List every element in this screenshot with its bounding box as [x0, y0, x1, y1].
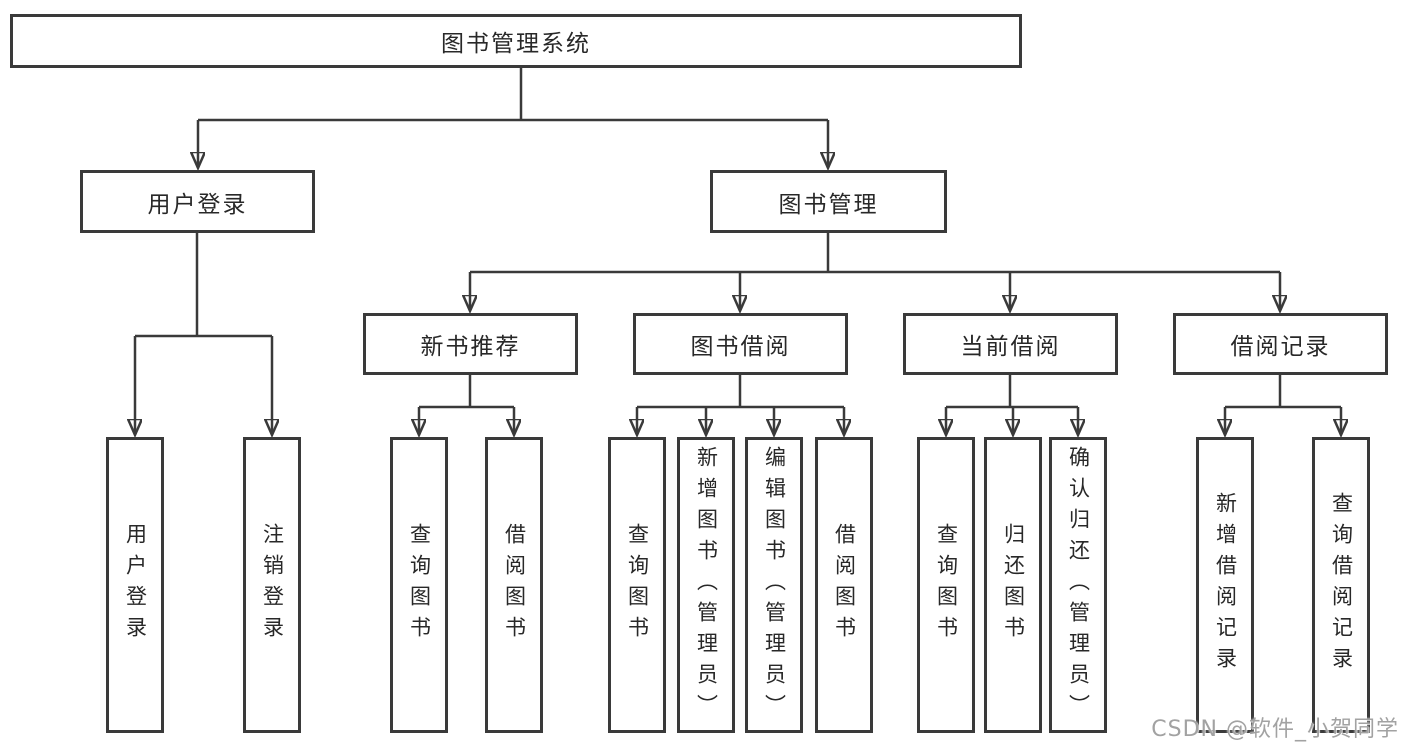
connector-records-to-leaves: [1225, 375, 1341, 435]
leaf-edit-books-admin: 编辑图书（管理员）: [745, 437, 803, 733]
connector-root-to-level2: [198, 68, 828, 168]
connector-login-to-leaves: [135, 233, 272, 435]
leaf-label: 新增借阅记录: [1213, 492, 1238, 678]
leaf-label: 查询图书: [934, 523, 959, 647]
node-current-borrow: 当前借阅: [903, 313, 1118, 375]
node-label: 图书借阅: [690, 334, 791, 360]
leaf-label: 查询图书: [625, 523, 650, 647]
leaf-label: 查询借阅记录: [1329, 492, 1354, 678]
leaf-label: 新增图书（管理员）: [694, 445, 719, 725]
leaf-add-books-admin: 新增图书（管理员）: [677, 437, 735, 733]
node-label: 当前借阅: [960, 334, 1061, 360]
leaf-logout: 注销登录: [243, 437, 301, 733]
connector-mgmt-to-level3: [470, 233, 1280, 311]
leaf-label: 编辑图书（管理员）: [762, 445, 787, 725]
node-label: 用户登录: [147, 191, 248, 218]
leaf-borrow-books: 借阅图书: [815, 437, 873, 733]
connector-newbook-to-leaves: [419, 375, 514, 435]
leaf-label: 借阅图书: [502, 523, 527, 647]
node-label: 新书推荐: [420, 334, 521, 360]
leaf-label: 借阅图书: [832, 523, 857, 647]
connector-current-to-leaves: [946, 375, 1078, 435]
leaf-label: 归还图书: [1001, 523, 1026, 647]
node-label: 图书管理: [778, 191, 879, 218]
leaf-query-books-borrow: 查询图书: [608, 437, 666, 733]
node-borrow-records: 借阅记录: [1173, 313, 1388, 375]
node-new-book-recommend: 新书推荐: [363, 313, 578, 375]
leaf-return-books: 归还图书: [984, 437, 1042, 733]
leaf-confirm-return-admin: 确认归还（管理员）: [1049, 437, 1107, 733]
node-label: 借阅记录: [1230, 334, 1331, 360]
node-user-login: 用户登录: [80, 170, 315, 233]
leaf-borrow-books-recommend: 借阅图书: [485, 437, 543, 733]
csdn-watermark: CSDN @软件_小贺同学: [1151, 717, 1399, 742]
leaf-user-login: 用户登录: [106, 437, 164, 733]
node-root-library-system: 图书管理系统: [10, 14, 1022, 68]
leaf-label: 注销登录: [260, 523, 285, 647]
node-label: 图书管理系统: [441, 31, 591, 57]
leaf-query-books-current: 查询图书: [917, 437, 975, 733]
node-book-management: 图书管理: [710, 170, 947, 233]
leaf-query-books-recommend: 查询图书: [390, 437, 448, 733]
leaf-label: 查询图书: [407, 523, 432, 647]
leaf-label: 用户登录: [123, 523, 148, 647]
leaf-add-borrow-record: 新增借阅记录: [1196, 437, 1254, 733]
node-book-borrow: 图书借阅: [633, 313, 848, 375]
connector-borrow-to-leaves: [637, 375, 844, 435]
leaf-query-borrow-record: 查询借阅记录: [1312, 437, 1370, 733]
leaf-label: 确认归还（管理员）: [1066, 445, 1091, 725]
